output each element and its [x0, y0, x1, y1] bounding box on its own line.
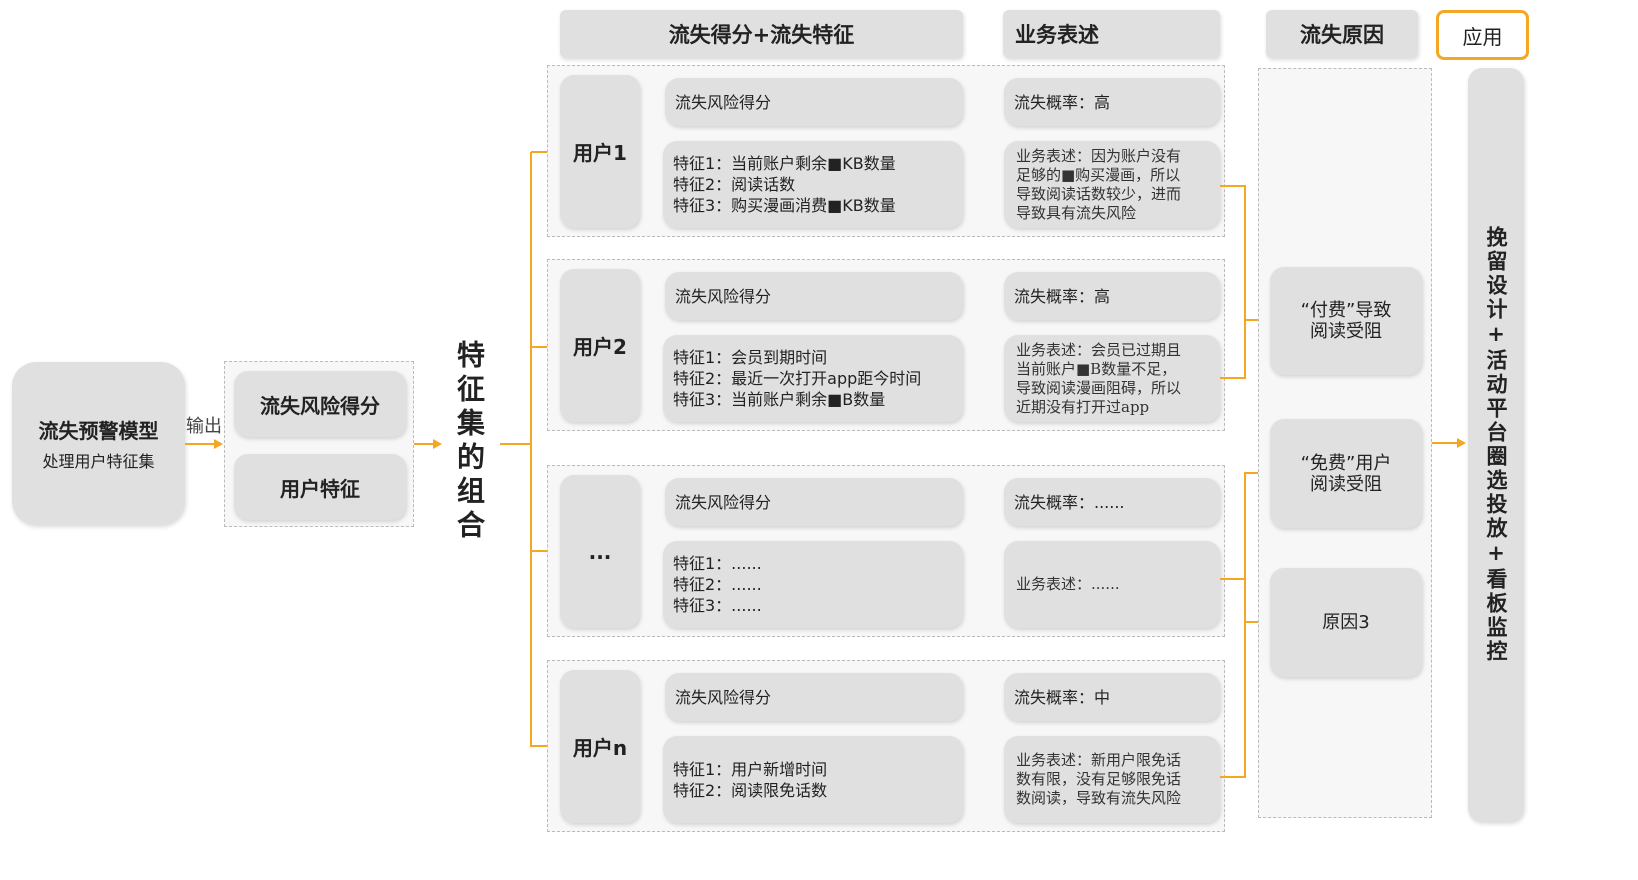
features-box: 特征1：当前账户剩余■KB数量特征2：阅读话数特征3：购买漫画消费■KB数量 — [663, 141, 963, 228]
desc-line: 业务表述：...... — [1016, 575, 1120, 593]
feature-line: 特征1：当前账户剩余■KB数量 — [673, 154, 896, 173]
desc-line: 导致具有流失风险 — [1016, 203, 1137, 222]
user-name: 用户2 — [560, 269, 640, 422]
business-desc: 业务表述：新用户限免话数有限，没有足够限免话数阅读，导致有流失风险 — [1004, 736, 1220, 823]
reason-1: “付费”导致阅读受阻 — [1270, 267, 1422, 375]
output-features: 用户特征 — [234, 454, 406, 520]
user-name: 用户n — [560, 670, 640, 823]
combine-label: 特征集的组合 — [453, 340, 486, 544]
risk-score: 流失风险得分 — [665, 673, 963, 721]
business-desc: 业务表述：会员已过期且当前账户■B数量不足，导致阅读漫画阻碍，所以近期没有打开过… — [1004, 335, 1220, 422]
feature-line: 特征1：...... — [673, 554, 762, 573]
feature-line: 特征2：...... — [673, 575, 762, 594]
feature-line: 特征3：购买漫画消费■KB数量 — [673, 196, 896, 215]
risk-score: 流失风险得分 — [665, 78, 963, 126]
churn-probability: 流失概率：...... — [1004, 478, 1220, 526]
churn-model-box: 流失预警模型 处理用户特征集 — [12, 362, 185, 525]
desc-line: 业务表述：新用户限免话 — [1016, 751, 1182, 769]
desc-line: 业务表述：会员已过期且 — [1016, 340, 1182, 359]
model-subtitle: 处理用户特征集 — [42, 452, 155, 471]
features-box: 特征1：...... 特征2：...... 特征3：...... — [663, 541, 963, 628]
desc-line: 业务表述：因为账户没有 — [1016, 146, 1182, 165]
business-desc: 业务表述：因为账户没有足够的■购买漫画，所以导致阅读话数较少，进而导致具有流失风… — [1004, 141, 1220, 228]
risk-score: 流失风险得分 — [665, 478, 963, 526]
application-bar: 挽留设计+活动平台圈选投放+看板监控 — [1468, 68, 1524, 822]
churn-probability: 流失概率：高 — [1004, 272, 1220, 320]
churn-probability: 流失概率：高 — [1004, 78, 1220, 126]
features-box: 特征1：会员到期时间特征2：最近一次打开app距今时间特征3：当前账户剩余■B数… — [663, 335, 963, 422]
feature-line: 特征3：...... — [673, 596, 762, 615]
feature-line: 特征2：阅读限免话数 — [673, 780, 828, 800]
header-reason: 流失原因 — [1266, 10, 1418, 58]
header-application: 应用 — [1436, 10, 1529, 60]
churn-probability: 流失概率：中 — [1004, 673, 1220, 721]
header-business: 业务表述 — [1003, 10, 1220, 58]
feature-line: 特征2：最近一次打开app距今时间 — [673, 369, 922, 388]
user-name: 用户1 — [560, 75, 640, 228]
features-box: 特征1：用户新增时间特征2：阅读限免话数 — [663, 736, 963, 823]
feature-line: 特征1：会员到期时间 — [673, 348, 828, 367]
feature-line: 特征3：当前账户剩余■B数量 — [673, 390, 886, 409]
risk-score: 流失风险得分 — [665, 272, 963, 320]
feature-line: 特征2：阅读话数 — [673, 175, 796, 194]
desc-line: 导致阅读漫画阻碍，所以 — [1016, 378, 1182, 397]
output-label: 输出 — [186, 416, 222, 437]
user-name: ... — [560, 475, 640, 628]
desc-line: 数有限，没有足够限免话 — [1016, 770, 1182, 788]
application-text: 挽留设计+活动平台圈选投放+看板监控 — [1484, 226, 1508, 664]
desc-line: 近期没有打开过app — [1016, 397, 1150, 416]
reason-3: 原因3 — [1270, 568, 1422, 677]
output-score: 流失风险得分 — [234, 371, 406, 437]
desc-line: 数阅读，导致有流失风险 — [1016, 789, 1182, 807]
desc-line: 当前账户■B数量不足， — [1016, 359, 1177, 378]
desc-line: 导致阅读话数较少，进而 — [1016, 184, 1182, 203]
header-score-features: 流失得分+流失特征 — [560, 10, 963, 58]
model-title: 流失预警模型 — [38, 419, 159, 443]
business-desc: 业务表述：...... — [1004, 541, 1220, 628]
reason-2: “免费”用户阅读受阻 — [1270, 419, 1422, 528]
feature-line: 特征1：用户新增时间 — [673, 759, 828, 779]
desc-line: 足够的■购买漫画，所以 — [1016, 165, 1181, 184]
